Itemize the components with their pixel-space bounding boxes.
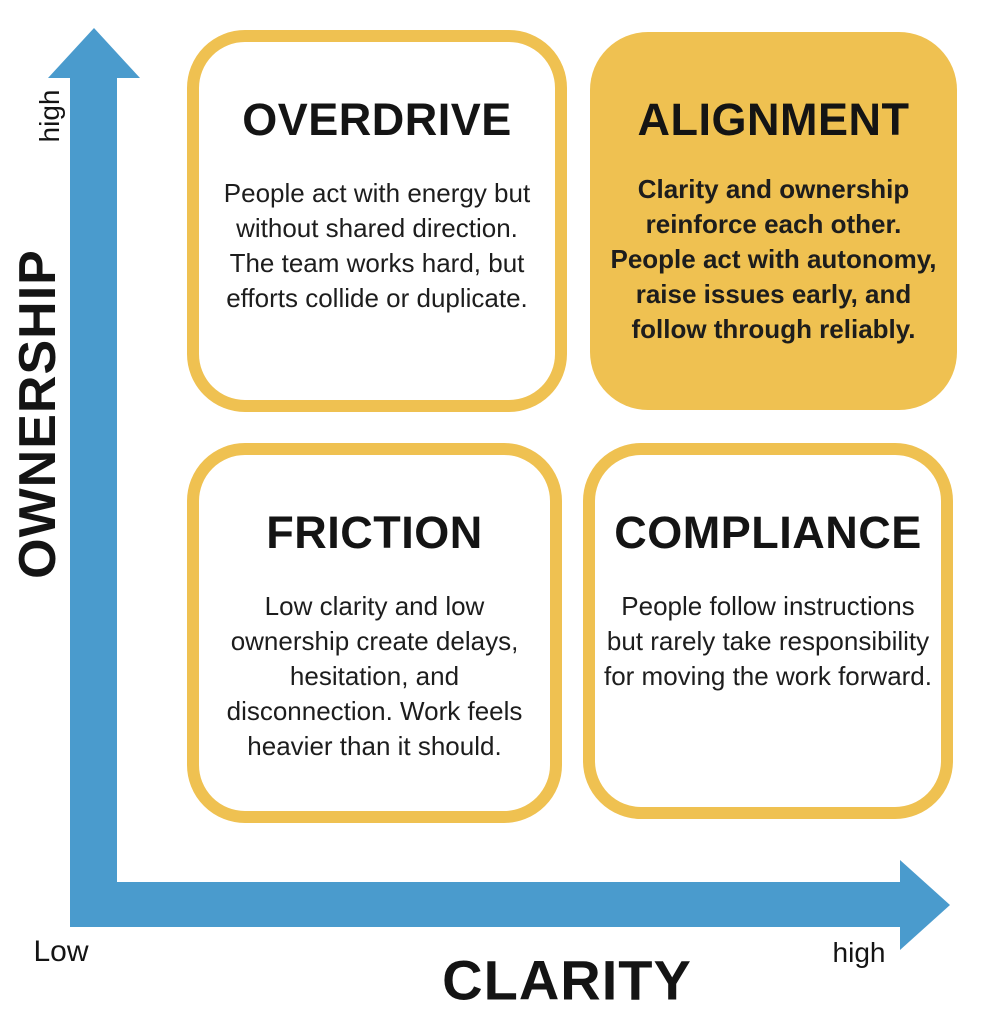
quadrant-friction-title: FRICTION — [266, 507, 483, 558]
quadrant-alignment: ALIGNMENT Clarity and ownership reinforc… — [590, 32, 957, 410]
quadrant-friction: FRICTION Low clarity and low ownership c… — [187, 443, 562, 823]
quadrant-compliance-description: People follow instructions but rarely ta… — [603, 591, 932, 691]
x-axis-arrow-icon — [70, 860, 950, 950]
quadrant-overdrive-title: OVERDRIVE — [242, 94, 512, 145]
quadrant-compliance-title: COMPLIANCE — [614, 507, 922, 558]
x-axis-label: CLARITY — [442, 948, 692, 1012]
y-axis-high-label: high — [34, 89, 65, 143]
x-axis-high-label: high — [832, 937, 886, 968]
x-axis-low-label: Low — [33, 935, 89, 968]
quadrant-alignment-description: Clarity and ownership reinforce each oth… — [610, 174, 937, 344]
y-axis-arrow-icon — [48, 28, 140, 927]
quadrant-overdrive-description: People act with energy but without share… — [223, 178, 531, 313]
quadrant-overdrive: OVERDRIVE People act with energy but wit… — [187, 30, 567, 412]
quadrant-friction-description: Low clarity and low ownership create del… — [226, 591, 523, 761]
quadrant-alignment-title: ALIGNMENT — [637, 94, 910, 145]
y-axis-label: OWNERSHIP — [9, 249, 67, 579]
quadrant-compliance: COMPLIANCE People follow instructions bu… — [583, 443, 953, 819]
